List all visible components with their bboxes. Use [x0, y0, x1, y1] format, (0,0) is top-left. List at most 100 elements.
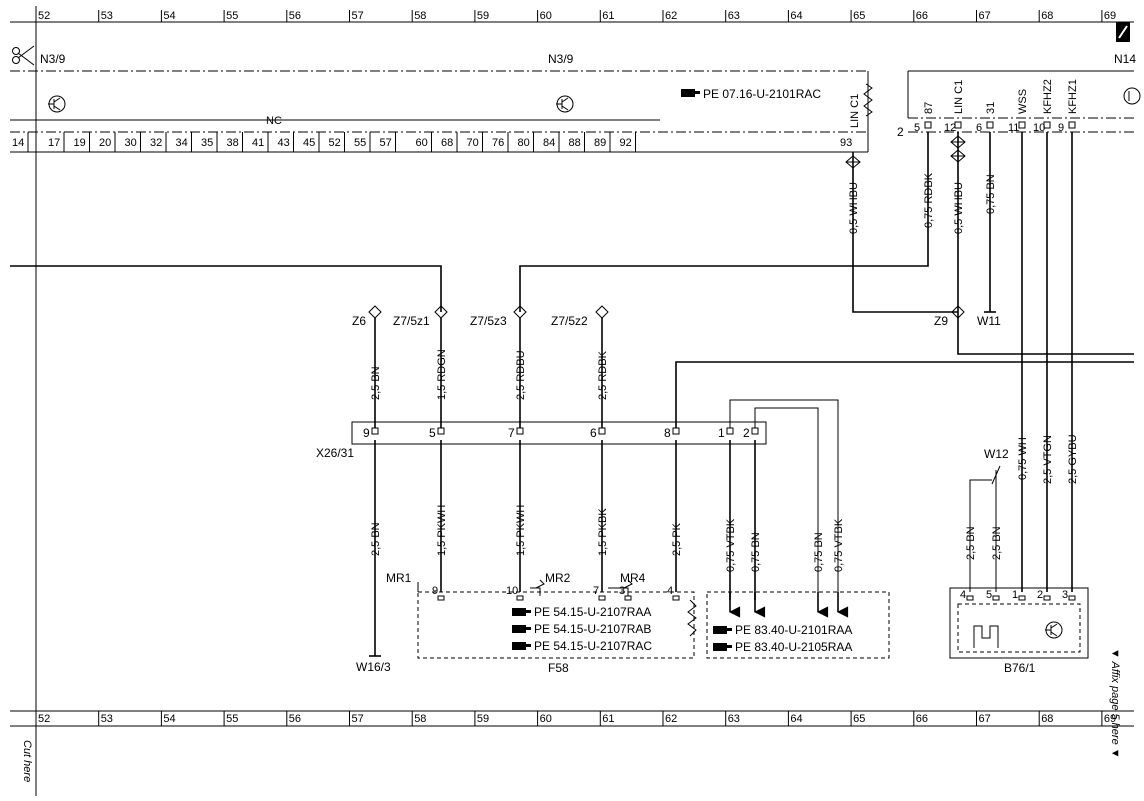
- b761-pin: 5: [986, 589, 992, 601]
- n39-pin: 88: [569, 137, 581, 149]
- f58-mr2: MR2: [545, 571, 571, 585]
- ruler-number: 66: [916, 713, 928, 725]
- ruler-number: 52: [38, 713, 50, 725]
- f58-pin: 9: [432, 585, 438, 597]
- splice-z7z2[interactable]: Z7/5z2: [551, 305, 609, 328]
- wire-label-lin-n39: 0,5 WHBU: [848, 182, 860, 234]
- shield-zigzag: [863, 83, 873, 117]
- ruler-number: 67: [979, 10, 991, 22]
- x2631-pin: 7: [508, 426, 515, 440]
- hand-pointer-icon: [681, 89, 700, 97]
- n39-pin: 35: [201, 137, 213, 149]
- f58-pin: 3: [619, 585, 625, 597]
- n39-reference[interactable]: PE 07.16-U-2101RAC: [681, 87, 821, 101]
- ruler-number: 56: [289, 10, 301, 22]
- n39-lin-pin: 93: [840, 137, 852, 149]
- n39-pin: 38: [227, 137, 239, 149]
- ruler-number: 54: [163, 10, 175, 22]
- pin-socket: [672, 595, 680, 601]
- box63-module: PE 83.40-U-2101RAA PE 83.40-U-2105RAA: [706, 591, 890, 659]
- ruler-number: 60: [540, 713, 552, 725]
- ruler-number: 64: [790, 10, 802, 22]
- pin-socket: [437, 595, 445, 601]
- wire-label-x9: 2,5 BN: [370, 522, 382, 556]
- n39-pin: 45: [303, 137, 315, 149]
- n39-pin: 68: [441, 137, 453, 149]
- hand-pointer-icon: [512, 642, 526, 650]
- pin-socket: [598, 595, 606, 601]
- ruler-number: 69: [1104, 10, 1116, 22]
- pin-socket: [437, 427, 445, 435]
- hand-pointer-icon: [727, 645, 732, 648]
- splice-z7z3[interactable]: Z7/5z3: [470, 305, 527, 328]
- ruler-number: 65: [853, 713, 865, 725]
- splice-z6[interactable]: Z6: [352, 305, 382, 328]
- pin-socket: [966, 595, 974, 601]
- hand-pointer-icon: [512, 608, 526, 616]
- ruler-number: 69: [1104, 713, 1116, 725]
- b761-pin: 2: [1037, 589, 1043, 601]
- ground-w12-label: W12: [984, 447, 1009, 461]
- wire-label-z7z1: 1,5 RDGN: [436, 349, 448, 400]
- wire-label-b2: 0,75 VTBK: [833, 518, 845, 572]
- n39-pin: 80: [518, 137, 530, 149]
- wire-label-x6: 1,5 PKBK: [597, 508, 609, 556]
- wire-label-vtgn: 2,5 VTGN: [1042, 435, 1054, 484]
- ruler-number: 52: [38, 10, 50, 22]
- reference-text: PE 54.15-U-2107RAB: [534, 622, 651, 636]
- transistor-icon: [1123, 87, 1141, 105]
- n39-pin: 19: [74, 137, 86, 149]
- n39-pin: 70: [467, 137, 479, 149]
- wire-label-x8: 2,5 PK: [671, 522, 683, 556]
- pin-socket: [1043, 121, 1051, 129]
- n39-pin: 92: [620, 137, 632, 149]
- wire-label-x2: 0,75 BN: [750, 532, 762, 572]
- x2631-pin: 2: [743, 426, 750, 440]
- n39-pin: 89: [594, 137, 606, 149]
- pin-socket: [516, 595, 524, 601]
- splice-z9[interactable]: Z9: [934, 305, 965, 328]
- n39-pin: 55: [354, 137, 366, 149]
- ruler-number: 64: [790, 713, 802, 725]
- x2631-pin: 9: [363, 426, 370, 440]
- f58-pin: 10: [506, 585, 518, 597]
- n14-pin-label: WSS: [1017, 89, 1029, 114]
- n14-pin: 9: [1058, 122, 1064, 134]
- n39-pin: 57: [380, 137, 392, 149]
- x2631-pin: 6: [590, 426, 597, 440]
- f58-label: F58: [548, 661, 569, 675]
- hand-pointer-icon: [727, 628, 732, 631]
- n14-pin: 12: [944, 122, 956, 134]
- ruler-number: 53: [101, 713, 113, 725]
- pin-socket: [1018, 121, 1026, 129]
- ruler-number: 61: [602, 713, 614, 725]
- wires: [10, 132, 1134, 657]
- splices: Z6 Z7/5z1 Z7/5z3 Z7/5z2 Z9 W11 W16/3 W12: [352, 135, 1009, 674]
- splice-z7z1[interactable]: Z7/5z1: [393, 305, 448, 328]
- splice-z7z2-label: Z7/5z2: [551, 314, 588, 328]
- reference-link[interactable]: PE 54.15-U-2107RAA: [512, 605, 651, 619]
- wire-label-rdbk-n14: 0,75 RDBK: [923, 172, 935, 228]
- f58-mr1: MR1: [386, 571, 412, 585]
- reference-link[interactable]: PE 83.40-U-2101RAA: [713, 623, 852, 637]
- n39-pin: 20: [99, 137, 111, 149]
- ruler-number: 66: [916, 10, 928, 22]
- n39-pin: 32: [150, 137, 162, 149]
- wire-label-wh: 0,75 WH: [1017, 437, 1029, 480]
- ruler-number: 59: [477, 10, 489, 22]
- x2631-label: X26/31: [316, 446, 354, 460]
- edit-icon[interactable]: [1116, 22, 1130, 42]
- splice-z7z3-label: Z7/5z3: [470, 314, 507, 328]
- wire-label-z6: 2,5 BN: [370, 366, 382, 400]
- reference-link[interactable]: PE 83.40-U-2105RAA: [713, 640, 852, 654]
- reference-link[interactable]: PE 54.15-U-2107RAB: [512, 622, 651, 636]
- n39-pin: 52: [329, 137, 341, 149]
- pin-socket: [1018, 595, 1026, 601]
- b761-pin: 1: [1012, 589, 1018, 601]
- reference-text: PE 54.15-U-2107RAC: [534, 639, 652, 653]
- ruler-number: 58: [414, 713, 426, 725]
- reference-link[interactable]: PE 54.15-U-2107RAC: [512, 639, 652, 653]
